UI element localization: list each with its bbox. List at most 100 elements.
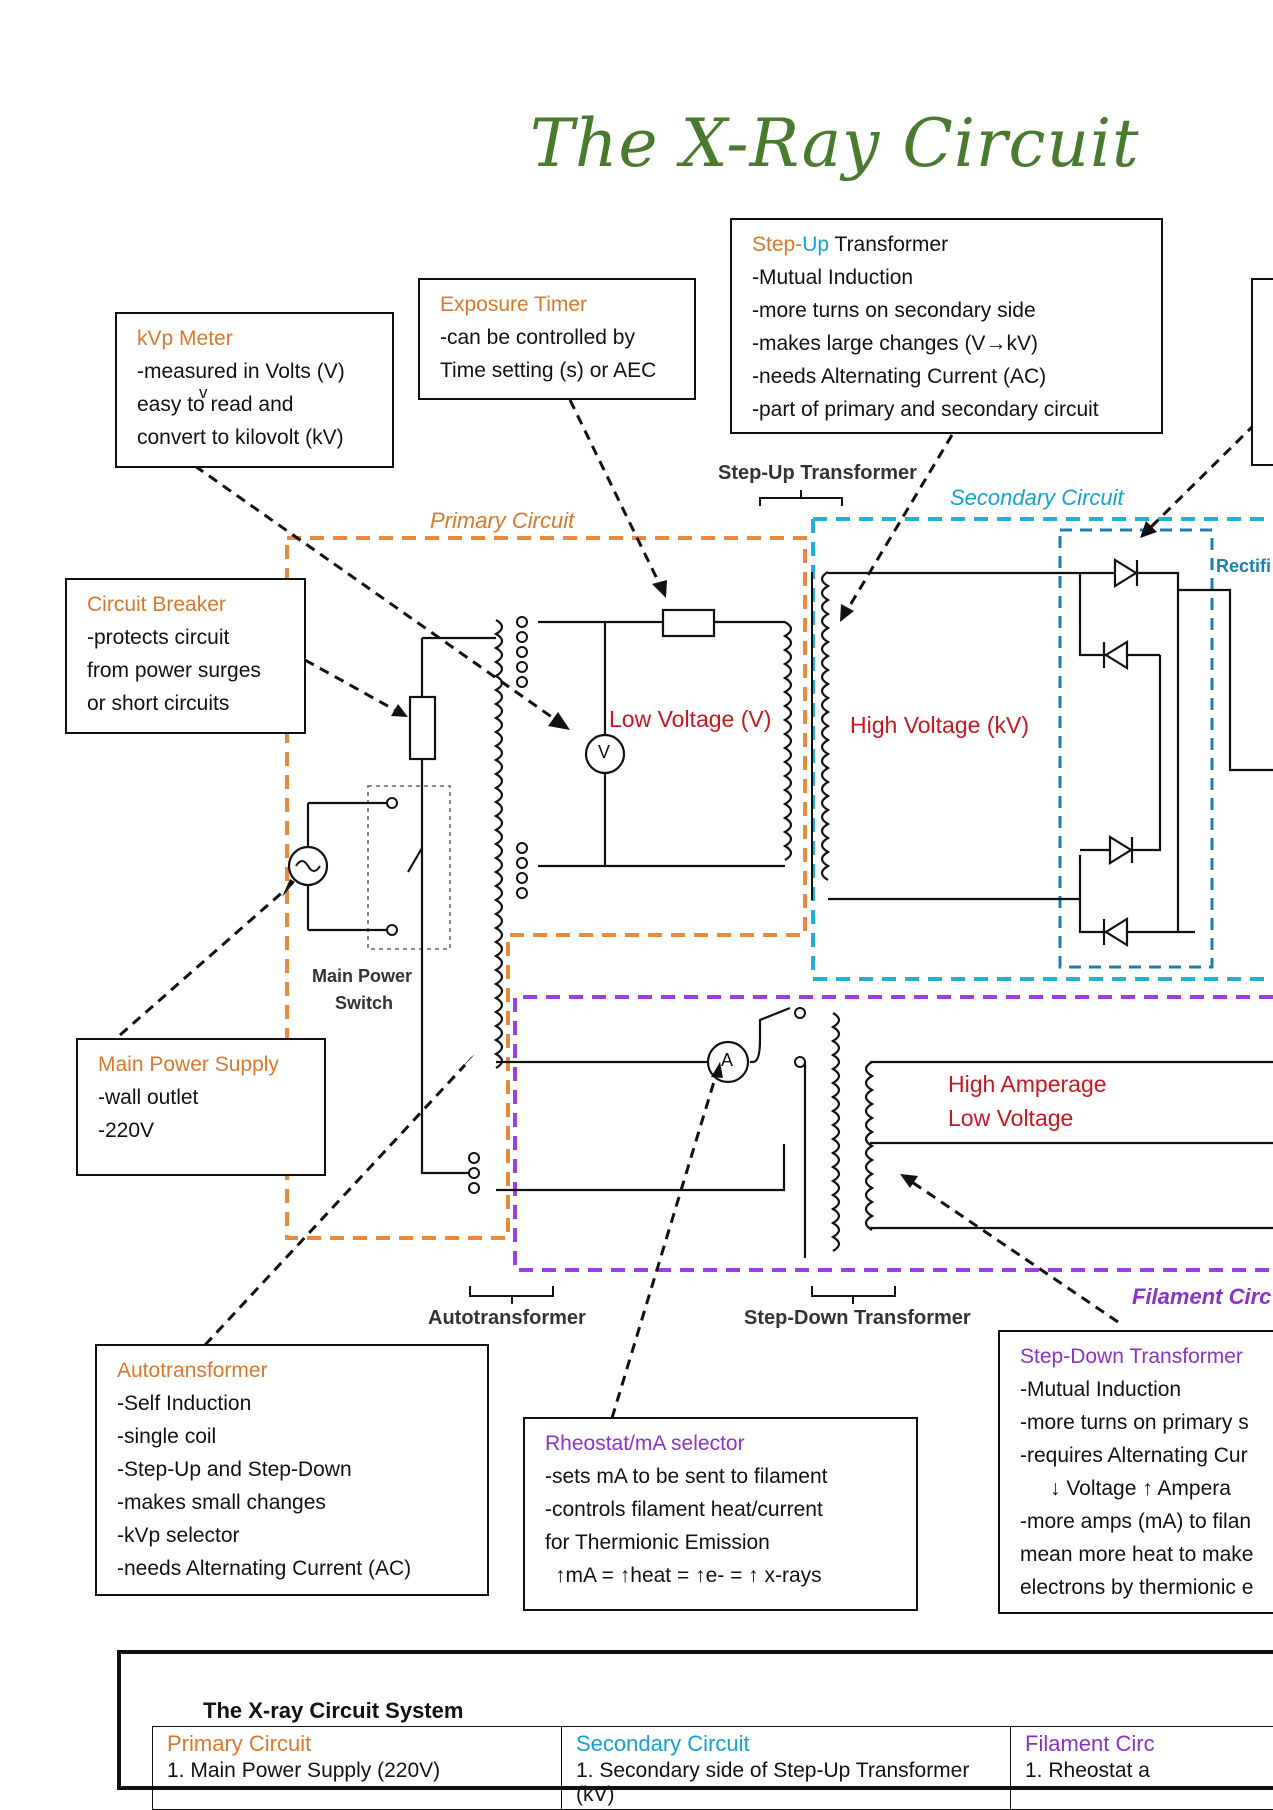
voltmeter-label: V (598, 742, 610, 763)
column-item: 1. Secondary side of Step-Up Transformer… (576, 1759, 996, 1807)
column-item: 1. Main Power Supply (220V) (167, 1759, 547, 1783)
step-up-transformer-box: Step-Up Transformer -Mutual Induction -m… (730, 218, 1163, 434)
primary-circuit-region (287, 538, 805, 1238)
box-line: -can be controlled by (440, 321, 676, 354)
box-title: Exposure Timer (440, 288, 676, 321)
title-up: Up (802, 233, 829, 256)
exposure-timer-box: Exposure Timer -can be controlled by Tim… (418, 278, 696, 400)
column-header: Filament Circ (1025, 1729, 1273, 1759)
summary-panel: The X-ray Circuit System Primary Circuit… (117, 1650, 1273, 1790)
callout-arrows (120, 400, 1255, 1418)
box-line: -Mutual Induction (1020, 1373, 1268, 1406)
autotransformer-label: Autotransformer (428, 1307, 586, 1330)
box-title: kVp Meter (137, 322, 374, 355)
main-power-switch-label-2: Switch (335, 993, 393, 1014)
kvp-meter-box: kVp Meter -measured in Volts (V) easy to… (115, 312, 394, 468)
summary-column-secondary: Secondary Circuit 1. Secondary side of S… (562, 1727, 1011, 1810)
rectifier-region (1060, 530, 1212, 967)
switch-contact (387, 925, 397, 935)
high-amperage-label: High Amperage (948, 1071, 1107, 1098)
summary-table: Primary Circuit 1. Main Power Supply (22… (152, 1726, 1273, 1810)
step-up-bracket (760, 490, 842, 506)
filament-circuit-label: Filament Circ (1132, 1284, 1271, 1310)
secondary-circuit-region (813, 519, 1273, 979)
box-line: -Step-Up and Step-Down (117, 1453, 469, 1486)
high-voltage-label: High Voltage (kV) (850, 712, 1029, 739)
autotransformer-box: Autotransformer -Self Induction -single … (95, 1344, 489, 1596)
rheostat-box: Rheostat/mA selector -sets mA to be sent… (523, 1417, 918, 1611)
box-line: Time setting (s) or AEC (440, 354, 676, 387)
box-line: -needs Alternating Current (AC) (117, 1552, 469, 1585)
circuit-breaker-fuse (410, 697, 435, 759)
step-down-primary-coil (833, 1013, 839, 1251)
main-switch-region (368, 786, 450, 949)
box-line: -makes small changes (117, 1486, 469, 1519)
box-title: Autotransformer (117, 1354, 469, 1387)
box-line: ↓ Voltage ↑ Ampera (1020, 1472, 1268, 1505)
column-header: Primary Circuit (167, 1729, 547, 1759)
stray-mark: v (199, 376, 208, 409)
column-item: 1. Rheostat a (1025, 1759, 1273, 1783)
low-voltage-filament-label: Low Voltage (948, 1105, 1073, 1132)
page-title: The X-Ray Circuit (530, 105, 1140, 182)
secondary-wiring (828, 573, 1273, 932)
box-line: easy to read and (137, 388, 374, 421)
box-line: -measured in Volts (V) (137, 355, 374, 388)
filament-wiring (496, 1008, 1273, 1258)
box-line: -more amps (mA) to filan (1020, 1505, 1268, 1538)
box-line: or short circuits (87, 687, 286, 720)
rheostat-contact (795, 1057, 805, 1067)
box-line: convert to kilovolt (kV) (137, 421, 374, 454)
ammeter-label: A (721, 1050, 733, 1071)
primary-circuit-label: Primary Circuit (430, 508, 574, 534)
autotransformer-bracket (470, 1286, 553, 1304)
box-line: -controls filament heat/current (545, 1493, 898, 1526)
box-line: -more turns on primary s (1020, 1406, 1268, 1439)
step-down-transformer-label: Step-Down Transformer (744, 1307, 971, 1330)
box-title: Step-Up Transformer (752, 228, 1143, 261)
box-line: -220V (98, 1114, 306, 1147)
box-title: Step-Down Transformer (1020, 1340, 1268, 1373)
box-line: -Mutual Induction (752, 261, 1143, 294)
timer-resistor (663, 610, 714, 636)
step-up-primary-coil (785, 622, 791, 860)
box-line: -requires Alternating Cur (1020, 1439, 1268, 1472)
box-line: -kVp selector (117, 1519, 469, 1552)
box-line: ↑mA = ↑heat = ↑e- = ↑ x-rays (545, 1559, 898, 1592)
summary-column-filament: Filament Circ 1. Rheostat a (1011, 1727, 1273, 1810)
rectifier-diodes (1104, 560, 1137, 945)
partial-right-box (1251, 278, 1273, 466)
box-line: electrons by thermionic e (1020, 1571, 1268, 1604)
summary-title: The X-ray Circuit System (203, 1698, 463, 1724)
rectifier-label: Rectifi (1216, 556, 1271, 577)
step-down-secondary-coil (866, 1062, 872, 1230)
box-line: -part of primary and secondary circuit (752, 393, 1143, 426)
box-line: -makes large changes (V→kV) (752, 327, 1143, 360)
box-line: -wall outlet (98, 1081, 306, 1114)
low-voltage-label: Low Voltage (V) (609, 706, 771, 733)
box-title: Circuit Breaker (87, 588, 286, 621)
table-row: Primary Circuit 1. Main Power Supply (22… (153, 1727, 1273, 1810)
box-title: Main Power Supply (98, 1048, 306, 1081)
box-line: -Self Induction (117, 1387, 469, 1420)
column-header: Secondary Circuit (576, 1729, 996, 1759)
box-line: -protects circuit (87, 621, 286, 654)
circuit-breaker-box: Circuit Breaker -protects circuit from p… (65, 578, 306, 734)
box-line: -more turns on secondary side (752, 294, 1143, 327)
main-power-supply-box: Main Power Supply -wall outlet -220V (76, 1038, 326, 1176)
box-title: Rheostat/mA selector (545, 1427, 898, 1460)
box-line: from power surges (87, 654, 286, 687)
step-down-bracket (812, 1286, 895, 1304)
step-up-secondary-coil (822, 572, 828, 880)
box-line: -sets mA to be sent to filament (545, 1460, 898, 1493)
title-rest: Transformer (829, 233, 948, 256)
switch-contact (387, 798, 397, 808)
main-power-switch-label: Main Power (312, 966, 412, 987)
box-line: -single coil (117, 1420, 469, 1453)
summary-column-primary: Primary Circuit 1. Main Power Supply (22… (153, 1727, 562, 1810)
box-line: mean more heat to make (1020, 1538, 1268, 1571)
box-line: -needs Alternating Current (AC) (752, 360, 1143, 393)
step-up-transformer-label: Step-Up Transformer (718, 462, 917, 485)
step-down-transformer-box: Step-Down Transformer -Mutual Induction … (998, 1330, 1273, 1614)
primary-wiring (308, 622, 785, 1173)
